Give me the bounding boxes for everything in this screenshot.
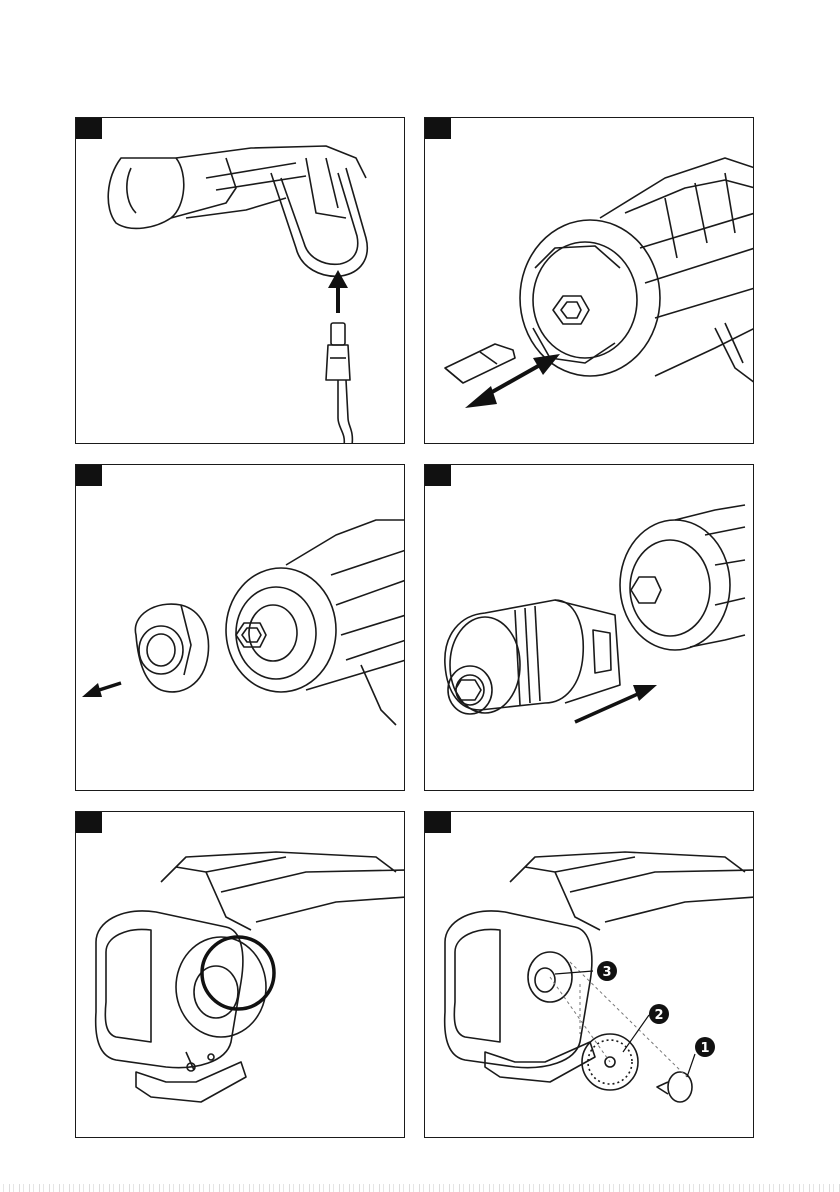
callout-2: 2 bbox=[649, 1004, 669, 1024]
attachment-mount-illustration bbox=[425, 465, 754, 791]
svg-text:1: 1 bbox=[700, 1041, 709, 1056]
figure-panel-4 bbox=[424, 464, 754, 791]
figure-panel-5 bbox=[75, 811, 405, 1138]
charging-illustration bbox=[76, 118, 405, 444]
cap-removal-illustration bbox=[76, 465, 405, 791]
callout-1: 1 bbox=[695, 1037, 715, 1057]
svg-text:3: 3 bbox=[602, 965, 611, 980]
figure-panel-3 bbox=[75, 464, 405, 791]
cutter-detail-illustration bbox=[76, 812, 405, 1138]
svg-text:2: 2 bbox=[654, 1008, 663, 1023]
figure-panel-6: 3 2 1 bbox=[424, 811, 754, 1138]
figure-panel-1 bbox=[75, 117, 405, 444]
callout-3: 3 bbox=[597, 961, 617, 981]
figure-panel-2 bbox=[424, 117, 754, 444]
page-bottom-edge bbox=[0, 1184, 840, 1192]
blade-assembly-illustration: 3 2 1 bbox=[425, 812, 754, 1138]
bit-insert-illustration bbox=[425, 118, 754, 444]
